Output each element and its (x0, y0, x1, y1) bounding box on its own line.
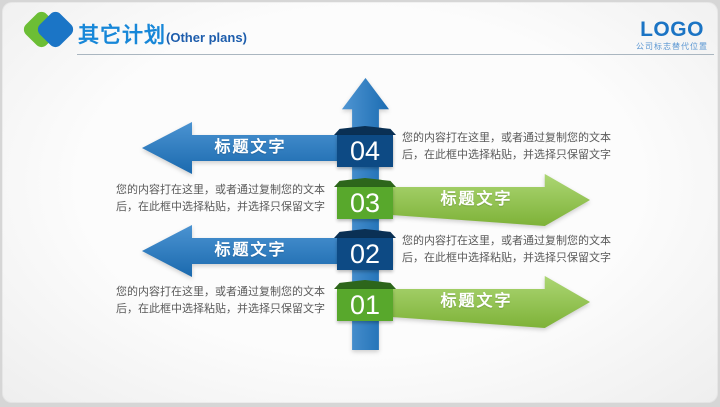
diagram-row-03: 标题文字 您的内容打在这里，或者通过复制您的文本 后，在此框中选择粘贴，并选择只… (2, 174, 720, 226)
logo-subtext: 公司标志替代位置 (636, 42, 708, 51)
arrow-title-label: 标题文字 (214, 242, 287, 259)
diagram-row-02: 标题文字 您的内容打在这里，或者通过复制您的文本 后，在此框中选择粘贴，并选择只… (2, 225, 720, 277)
header-divider (77, 54, 714, 55)
diagram-row-04: 标题文字 您的内容打在这里，或者通过复制您的文本 后，在此框中选择粘贴，并选择只… (2, 122, 720, 174)
slide: 其它计划(Other plans) LOGO 公司标志替代位置 标题文字 您的内… (2, 2, 718, 403)
desc-line: 您的内容打在这里，或者通过复制您的文本 (116, 184, 325, 196)
number-box-roof (334, 178, 396, 187)
desc-line: 后，在此框中选择粘贴，并选择只保留文字 (116, 201, 325, 213)
arrow-title-label: 标题文字 (440, 293, 513, 310)
row-description: 您的内容打在这里，或者通过复制您的文本 后，在此框中选择粘贴，并选择只保留文字 (116, 284, 342, 318)
desc-line: 后，在此框中选择粘贴，并选择只保留文字 (402, 149, 611, 161)
page-title: 其它计划(Other plans) (78, 24, 247, 48)
row-description: 您的内容打在这里，或者通过复制您的文本 后，在此框中选择粘贴，并选择只保留文字 (402, 130, 628, 164)
page-title-en: (Other plans) (166, 30, 247, 45)
desc-line: 您的内容打在这里，或者通过复制您的文本 (402, 235, 611, 247)
page-title-cn: 其它计划 (78, 24, 166, 47)
desc-line: 后，在此框中选择粘贴，并选择只保留文字 (116, 303, 325, 315)
arrow-title-label: 标题文字 (214, 139, 287, 156)
row-description: 您的内容打在这里，或者通过复制您的文本 后，在此框中选择粘贴，并选择只保留文字 (116, 182, 342, 216)
logo-text: LOGO (640, 18, 704, 41)
diagram-row-01: 标题文字 您的内容打在这里，或者通过复制您的文本 后，在此框中选择粘贴，并选择只… (2, 276, 720, 328)
title-arrow-right (364, 174, 590, 226)
number-box-roof (334, 280, 396, 289)
row-description: 您的内容打在这里，或者通过复制您的文本 后，在此框中选择粘贴，并选择只保留文字 (402, 233, 628, 267)
number-box: 02 (337, 238, 393, 270)
desc-line: 后，在此框中选择粘贴，并选择只保留文字 (402, 252, 611, 264)
title-arrow-right (364, 276, 590, 328)
number-box: 04 (337, 135, 393, 167)
arrow-title-label: 标题文字 (440, 191, 513, 208)
logo-placeholder: LOGO 公司标志替代位置 (630, 19, 714, 52)
slide-header: 其它计划(Other plans) LOGO 公司标志替代位置 (2, 2, 718, 58)
number-box: 03 (337, 187, 393, 219)
desc-line: 您的内容打在这里，或者通过复制您的文本 (116, 286, 325, 298)
number-box-roof (334, 126, 396, 135)
number-box-roof (334, 229, 396, 238)
number-box: 01 (337, 289, 393, 321)
desc-line: 您的内容打在这里，或者通过复制您的文本 (402, 132, 611, 144)
